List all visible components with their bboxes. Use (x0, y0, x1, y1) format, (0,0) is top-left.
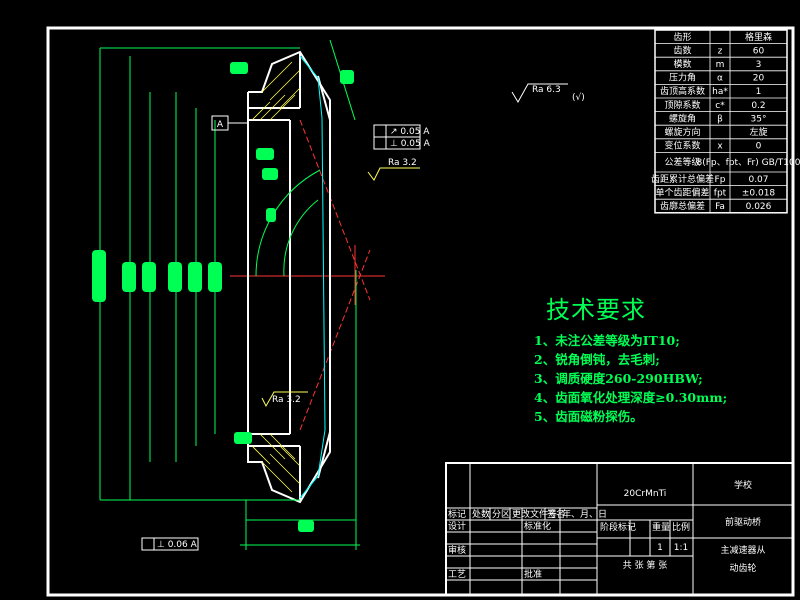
param-name: 顶隙系数 (664, 99, 700, 111)
param-value: 0.2 (751, 101, 765, 111)
param-name: 齿顶高系数 (660, 85, 705, 97)
title-block-text: 20CrMnTi 学校 前驱动桥 主减速器从 动齿轮 标记 处数 分区 更改文件… (448, 479, 766, 580)
param-name: 单个齿距偏差 (655, 186, 709, 198)
tech-req-item: 4、齿面氧化处理深度≥0.30mm; (534, 390, 728, 405)
datum-label: A (217, 120, 224, 130)
datum-a: A (211, 115, 248, 131)
roughness-mark-text: Ra 3.2 (388, 158, 417, 168)
tech-req-item: 1、未注公差等级为IT10; (534, 333, 680, 348)
drawing-border (46, 26, 795, 597)
param-value: 左旋 (749, 126, 767, 138)
param-name: 螺旋角 (669, 112, 696, 124)
scale: 1:1 (674, 543, 688, 553)
label-design: 设计 (448, 520, 466, 532)
param-name: 螺旋方向 (664, 126, 700, 138)
param-name: 齿数 (673, 44, 691, 56)
label-count: 处数 (472, 508, 490, 520)
roughness-bracket: (√) (572, 92, 585, 103)
tolerance-frame-text: ↗ 0.05 A (390, 127, 430, 137)
part-name: 动齿轮 (729, 562, 756, 574)
tech-req-title: 技术要求 (546, 296, 646, 324)
label-date: 年、月、日 (562, 508, 607, 520)
param-name: 变位系数 (664, 140, 700, 152)
param-value: 60 (753, 46, 765, 56)
label-doc: 更改文件号 (512, 508, 557, 520)
roughness-mark-text: Ra 3.2 (272, 395, 301, 405)
technical-requirements: 技术要求 1、未注公差等级为IT10; 2、锐角倒钝，去毛刺; 3、调质硬度26… (534, 290, 727, 426)
param-symbol: ha* (712, 87, 728, 97)
tolerance-frame-text: ⊥ 0.06 A (157, 540, 198, 550)
param-value: 3 (756, 60, 762, 70)
param-symbol: α (717, 74, 723, 84)
label-sheet: 共 张 第 张 (623, 559, 668, 571)
dimension-values (92, 62, 354, 532)
param-symbol: Fp (715, 175, 726, 185)
param-symbol: β (717, 114, 723, 124)
param-value: 0.07 (748, 175, 768, 185)
roughness-general-text: Ra 6.3 (532, 85, 561, 95)
roughness-mark-2 (261, 391, 308, 408)
label-ratio: 比例 (672, 521, 690, 533)
school: 学校 (734, 479, 752, 491)
param-name: 齿形 (673, 31, 691, 43)
quantity: 1 (657, 543, 663, 553)
gear-section-outline (247, 50, 331, 504)
param-symbol: m (716, 60, 725, 70)
roughness-mark-1 (367, 167, 420, 181)
param-value: ±0.018 (742, 188, 776, 198)
param-symbol: fpt (714, 188, 727, 198)
label-zone: 分区 (492, 509, 510, 520)
param-name: 模数 (673, 58, 691, 70)
dimension-lines (99, 39, 360, 550)
tech-req-item: 5、齿面磁粉探伤。 (534, 409, 643, 424)
label-process: 工艺 (448, 569, 466, 580)
param-name: 压力角 (669, 72, 696, 84)
label-review: 审核 (448, 544, 466, 556)
param-value: 格里森 (745, 31, 772, 43)
param-value: 35° (751, 114, 767, 124)
section-hatching (251, 61, 301, 493)
tolerance-frame-bottom: ⊥ 0.06 A (141, 537, 199, 551)
param-symbol: x (717, 142, 723, 152)
tooth-profile (299, 55, 326, 499)
label-approve: 批准 (524, 568, 542, 580)
param-value: 1 (756, 87, 762, 97)
param-name: 齿距累计总偏差 (651, 173, 714, 185)
label-weight: 重量 (652, 521, 670, 533)
param-symbol: z (718, 46, 723, 56)
tolerance-frame-text: ⊥ 0.05 A (390, 139, 431, 149)
param-value: 0 (756, 142, 762, 152)
param-name: 齿廓总偏差 (660, 200, 705, 212)
label-sign: 签名 (547, 508, 565, 520)
part-name: 主减速器从 (720, 544, 765, 556)
label-standard: 标准化 (524, 520, 551, 532)
tech-req-item: 3、调质硬度260-290HBW; (534, 371, 703, 386)
param-value: 20 (753, 74, 765, 84)
param-symbol: c* (715, 101, 725, 111)
tech-req-item: 2、锐角倒钝，去毛刺; (534, 352, 660, 367)
param-value: 0.026 (746, 202, 772, 212)
label-mark: 标记 (448, 508, 466, 520)
material: 20CrMnTi (624, 489, 667, 499)
title-block (445, 462, 794, 596)
tolerance-frame-runout: ↗ 0.05 A (373, 124, 430, 138)
centerlines (230, 119, 385, 431)
label-stage: 阶段标记 (600, 521, 636, 533)
param-name: 公差等级 (664, 156, 700, 168)
param-symbol: Fa (715, 202, 725, 212)
assembly-name: 前驱动桥 (725, 516, 761, 528)
tolerance-frame-perp: ⊥ 0.05 A (373, 136, 431, 150)
roughness-general (511, 83, 568, 103)
param-value: 8(Fp、fpt、Fr) GB/T10095.1 (696, 158, 800, 168)
